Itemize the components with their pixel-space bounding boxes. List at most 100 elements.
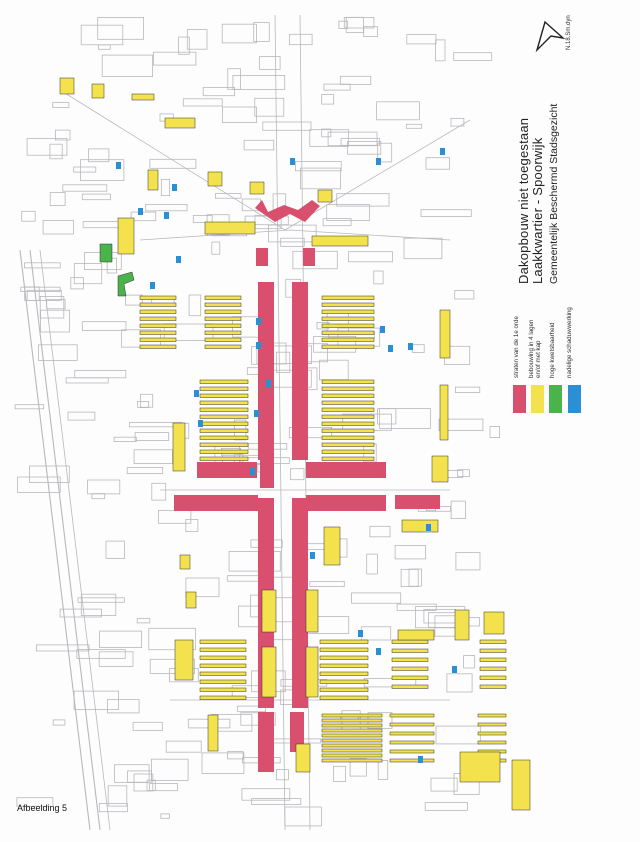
city-block [105, 540, 125, 559]
city-block [182, 98, 223, 107]
four-story-building [321, 344, 375, 349]
city-block [26, 289, 62, 301]
city-block [400, 569, 419, 587]
four-story-building [391, 684, 429, 689]
four-story-building [431, 455, 449, 483]
city-block [186, 29, 208, 50]
shadow-effect-building [138, 208, 143, 215]
four-story-building [199, 695, 247, 700]
shadow-effect-building [376, 158, 381, 165]
city-block [377, 142, 393, 163]
city-block [98, 44, 111, 50]
four-story-building [185, 591, 197, 609]
four-story-building [321, 748, 383, 753]
city-block [323, 83, 351, 91]
city-block [70, 277, 84, 290]
city-block [292, 250, 338, 270]
city-block [446, 673, 473, 693]
four-story-building [311, 235, 369, 247]
city-block [98, 803, 128, 813]
city-block [425, 157, 450, 170]
four-story-building [139, 330, 177, 335]
first-order-street [303, 248, 315, 266]
shadow-effect-building [426, 524, 431, 531]
four-story-building [389, 749, 435, 754]
north-arrow-icon [535, 20, 566, 53]
city-block [227, 68, 241, 90]
first-order-street [306, 495, 386, 511]
railway-line [29, 249, 101, 831]
four-story-building [397, 629, 435, 641]
map-title-line1: Dakopbouw niet toegestaan [516, 117, 531, 284]
four-story-building [477, 740, 507, 745]
city-block [326, 204, 370, 221]
high-vulnerability-layer [99, 243, 135, 297]
city-block [77, 597, 125, 603]
city-block [275, 769, 289, 781]
city-block [268, 224, 317, 243]
city-block [67, 411, 96, 421]
city-block [221, 23, 257, 44]
city-block [113, 436, 137, 443]
city-block [76, 649, 126, 659]
first-order-street [395, 495, 440, 509]
city-block [26, 138, 68, 156]
city-block [420, 209, 472, 217]
four-story-building [199, 379, 249, 384]
four-story-building [479, 666, 507, 671]
city-block [457, 469, 470, 478]
city-block [21, 210, 36, 222]
four-story-building [321, 316, 375, 321]
four-story-building [91, 83, 105, 99]
legend-swatch-first-order-streets [513, 385, 526, 413]
city-block [221, 106, 257, 124]
city-block [406, 34, 437, 45]
four-story-building [321, 421, 375, 426]
shadow-effect-building [116, 162, 121, 169]
four-story-building [172, 422, 186, 472]
city-block [454, 290, 475, 300]
city-block [80, 159, 125, 181]
four-story-building [199, 449, 249, 454]
city-block [40, 309, 70, 333]
street-plan-base [14, 14, 501, 831]
first-order-street [197, 462, 257, 478]
shadow-effect-building [194, 390, 199, 397]
shadow-effect-layer [116, 148, 457, 763]
four-story-building [207, 714, 219, 752]
four-story-building [204, 221, 256, 235]
first-order-street [258, 712, 274, 772]
four-story-building [199, 687, 247, 692]
four-story-building [391, 657, 429, 662]
shadow-effect-building [388, 345, 393, 352]
city-block [405, 123, 423, 129]
city-block [65, 377, 109, 384]
four-story-building [321, 733, 383, 738]
four-story-building [321, 428, 375, 433]
four-story-building [319, 687, 369, 692]
four-story-building [389, 731, 435, 736]
city-block [321, 94, 335, 105]
four-story-building [317, 189, 333, 203]
city-block [241, 788, 291, 801]
city-block [373, 270, 384, 285]
four-story-building [321, 309, 375, 314]
shadow-effect-building [256, 318, 261, 325]
four-story-building [389, 713, 435, 718]
city-block [81, 321, 127, 332]
four-story-building [459, 751, 501, 783]
four-story-building [199, 407, 249, 412]
city-block [366, 553, 378, 575]
city-block [107, 699, 140, 714]
four-story-building [511, 759, 531, 811]
first-order-street [174, 495, 258, 511]
city-block [201, 752, 245, 774]
city-block [24, 286, 40, 301]
city-block [211, 241, 221, 255]
four-story-building [321, 738, 383, 743]
city-block [185, 519, 199, 532]
city-block [99, 630, 142, 648]
city-block [149, 158, 197, 169]
four-story-building [204, 330, 242, 335]
city-block [148, 627, 196, 651]
